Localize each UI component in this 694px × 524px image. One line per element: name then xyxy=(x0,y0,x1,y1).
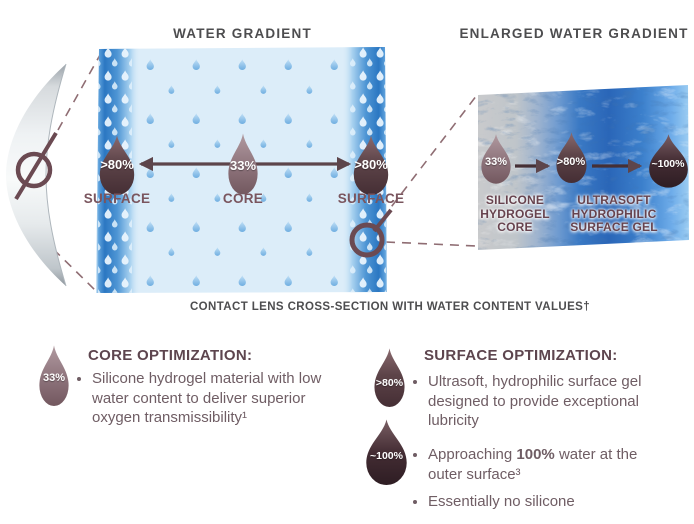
bullet-2-post: water at the outer surface³ xyxy=(428,446,638,483)
silicone-hydrogel-core-label: SILICONE HYDROGEL CORE xyxy=(480,193,550,234)
enlarged-core-value: 33% xyxy=(484,156,508,168)
surface-opt-bullet-2: Approaching 100% water at the outer surf… xyxy=(428,445,674,484)
surface-left-value: >80% xyxy=(100,157,134,172)
surface-opt-bullet-1: Ultrasoft, hydrophilic surface gel desig… xyxy=(428,372,668,431)
surface-right-value: >80% xyxy=(354,157,388,172)
figure-graphics xyxy=(6,47,689,293)
core-opt-bullet-1: Silicone hydrogel material with low wate… xyxy=(92,369,338,428)
magnifier-lens-icon xyxy=(14,131,58,201)
water-gradient-title: WATER GRADIENT xyxy=(173,26,312,41)
surface-right-label: SURFACE xyxy=(337,191,405,206)
contact-lens-illustration xyxy=(6,63,67,287)
bullet-2-bold: 100% xyxy=(516,446,555,463)
core-optimization-list: Silicone hydrogel material with low wate… xyxy=(76,369,338,428)
surface-optimization-list-2: Approaching 100% water at the outer surf… xyxy=(412,445,674,512)
surface-opt-droplet1-value: >80% xyxy=(375,377,404,389)
enlarged-outer-value: ~100% xyxy=(651,158,685,170)
surface-opt-droplet2-value: ~100% xyxy=(370,450,403,462)
bullet-2-pre: Approaching xyxy=(428,446,517,463)
enlarged-water-gradient-title: ENLARGED WATER GRADIENT xyxy=(459,26,689,41)
magnifier-detail-icon xyxy=(349,208,393,258)
enlarged-gradient-panel xyxy=(478,85,689,250)
figure-caption: CONTACT LENS CROSS-SECTION WITH WATER CO… xyxy=(189,301,591,313)
ultrasoft-hydrophilic-surface-gel-label: ULTRASOFT HYDROPHILIC SURFACE GEL xyxy=(570,193,658,234)
surface-opt-bullet-3: Essentially no silicone xyxy=(428,492,674,512)
surface-left-label: SURFACE xyxy=(83,191,151,206)
core-opt-droplet-value: 33% xyxy=(42,372,66,384)
enlarged-surface-value: >80% xyxy=(556,156,586,168)
surface-optimization-list-1: Ultrasoft, hydrophilic surface gel desig… xyxy=(412,372,668,431)
callout-dashed-lines xyxy=(41,54,478,292)
cross-section-panel xyxy=(96,47,389,293)
core-label: CORE xyxy=(222,191,264,206)
core-optimization-heading: CORE OPTIMIZATION: xyxy=(88,347,253,364)
core-value: 33% xyxy=(229,158,257,173)
surface-optimization-heading: SURFACE OPTIMIZATION: xyxy=(424,347,618,364)
